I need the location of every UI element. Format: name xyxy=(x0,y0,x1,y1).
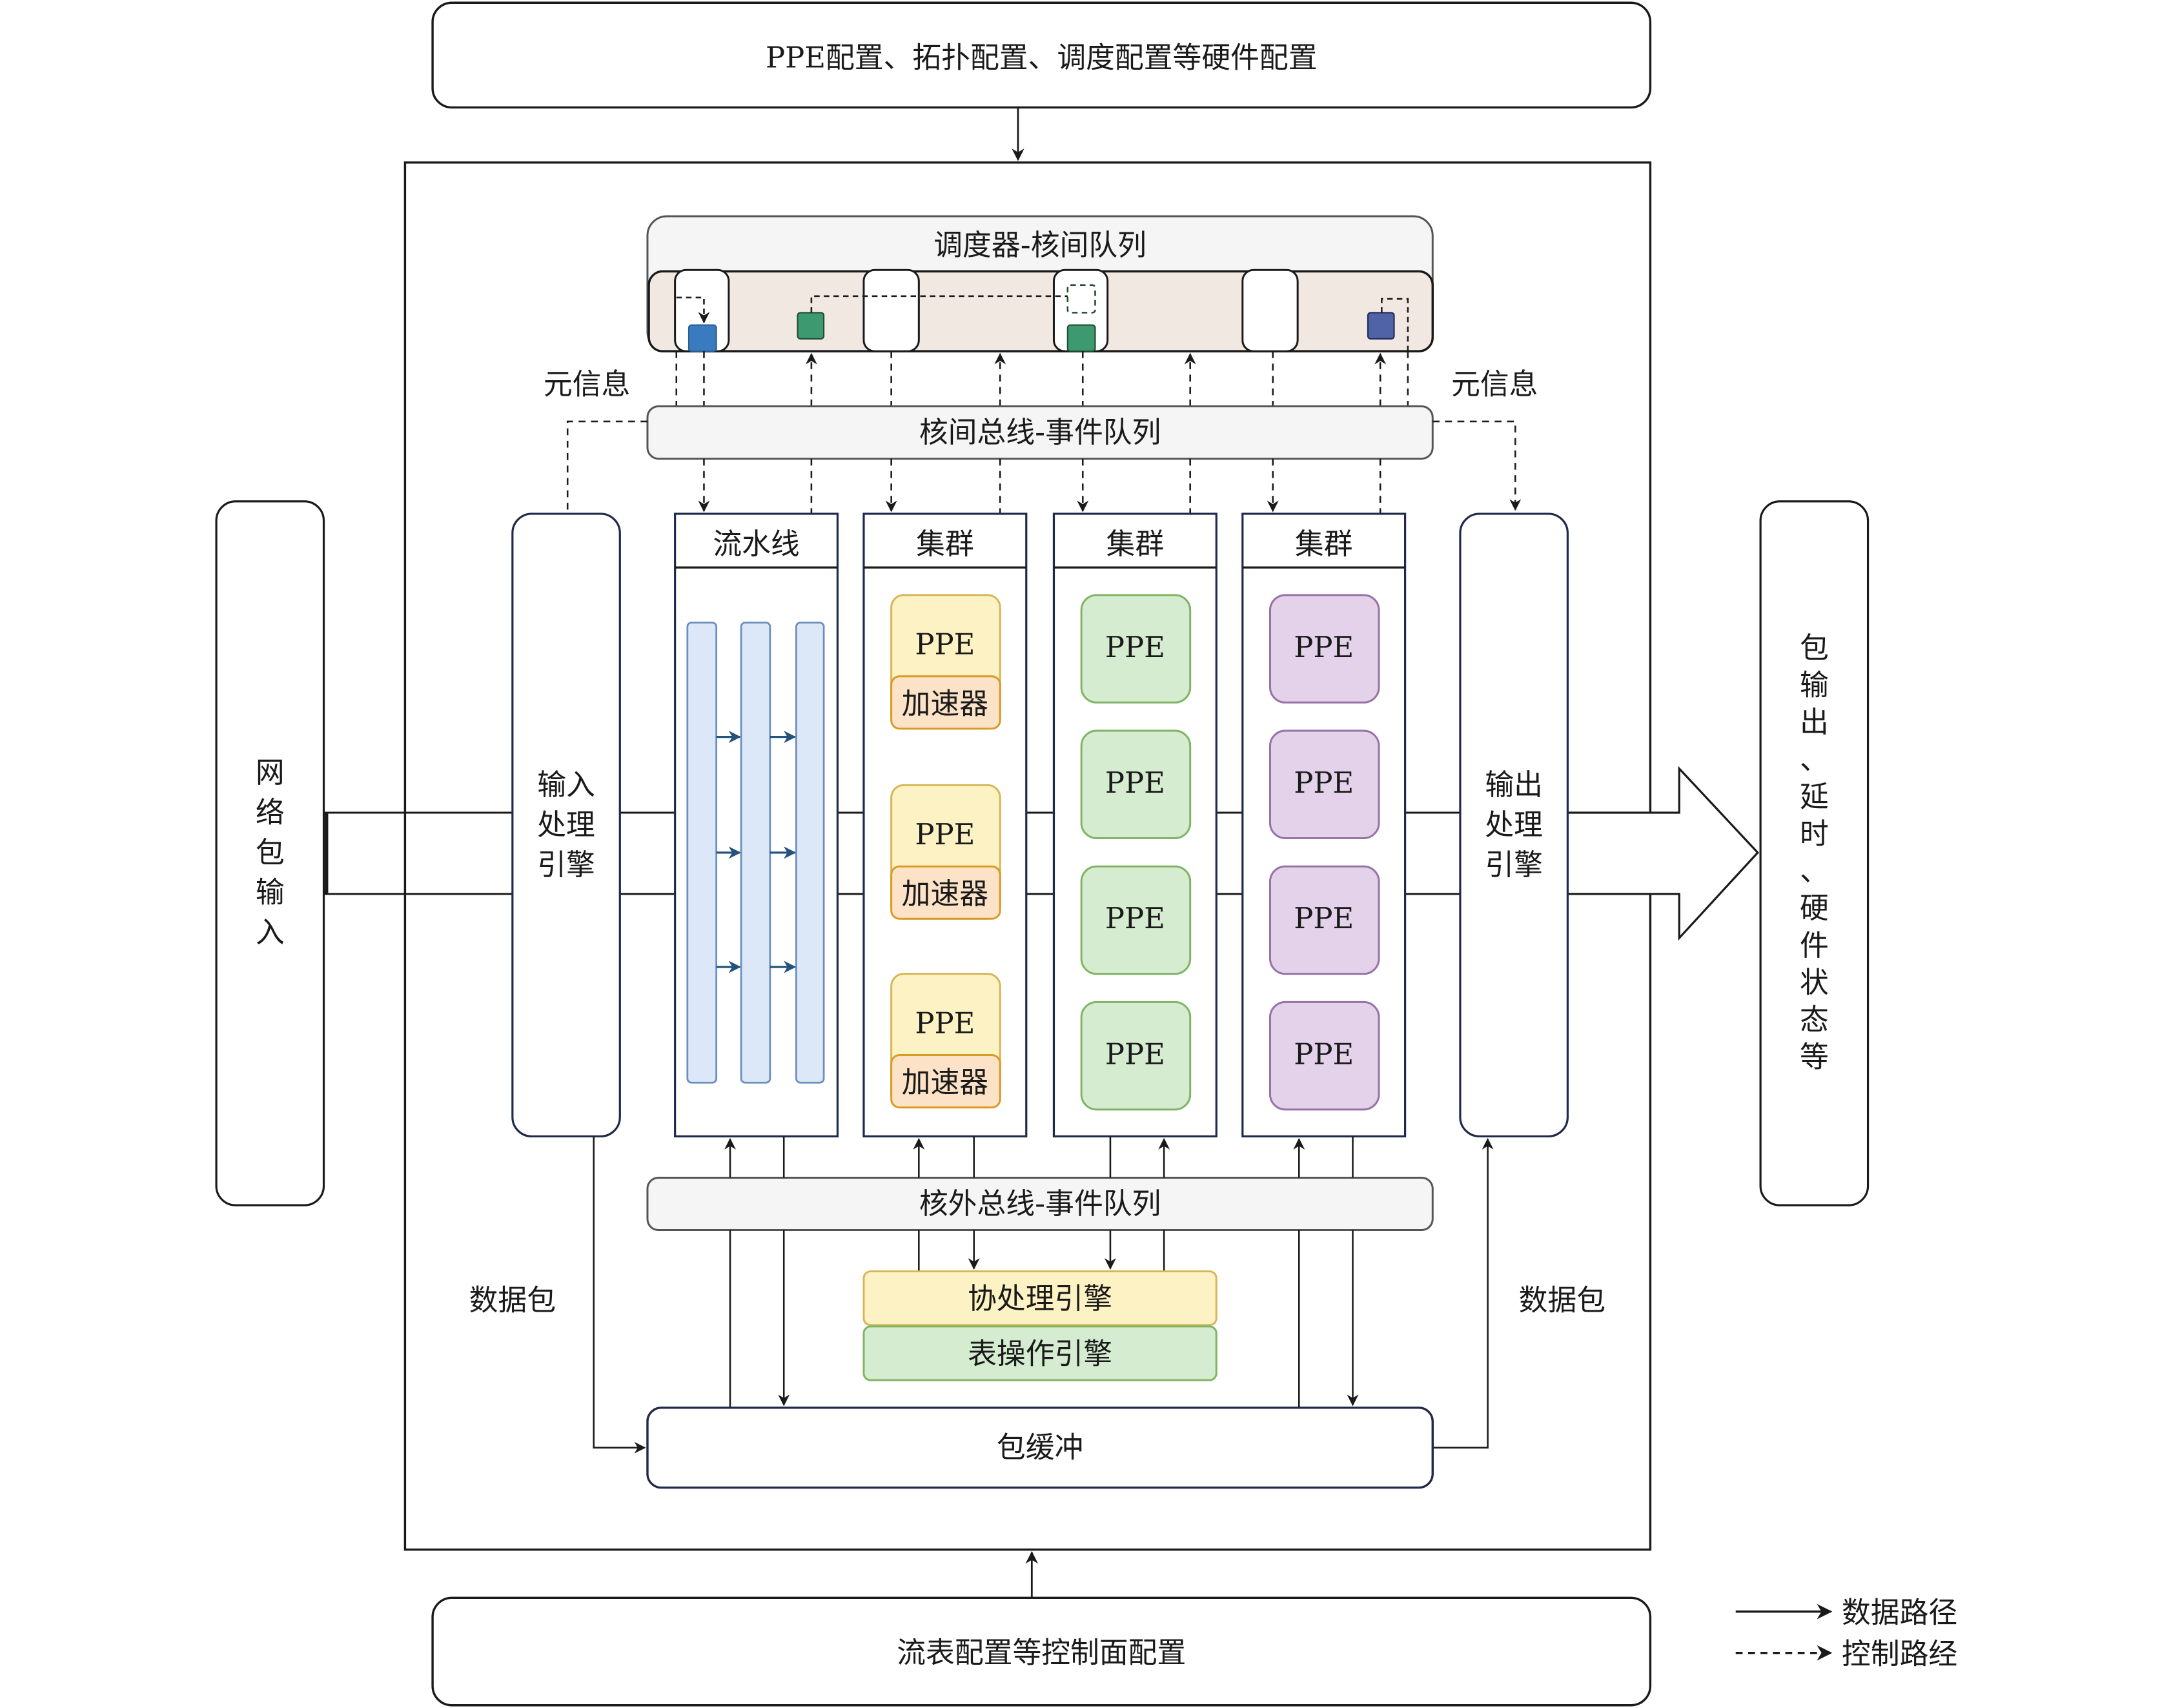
core-bus-label: 核间总线-事件队列 xyxy=(919,415,1161,449)
ppe-label: PPE xyxy=(1294,1037,1354,1071)
ppe-block: PPE xyxy=(1080,865,1192,975)
ppe-with-accelerator: PPE 加速器 xyxy=(890,973,1001,1109)
event-token-navy xyxy=(1367,312,1395,340)
pipeline-stage-arrows xyxy=(716,731,797,973)
ppe-label: PPE xyxy=(1294,766,1354,800)
ppe-label: PPE xyxy=(915,1006,975,1040)
packet-label-left: 数据包 xyxy=(469,1283,556,1317)
pipeline-title: 流水线 xyxy=(713,527,799,561)
ppe-block: PPE xyxy=(1080,594,1192,704)
control-lines-upper xyxy=(675,351,1409,407)
coprocessor-engine: 协处理引擎 xyxy=(862,1270,1218,1327)
table-engine: 表操作引擎 xyxy=(862,1325,1218,1381)
output-label: 包输出、延时、硬件状态等 xyxy=(1800,631,1829,1074)
pipeline-stage xyxy=(795,622,825,1084)
cluster-title: 集群 xyxy=(916,527,974,561)
ppe-block: PPE xyxy=(1080,1001,1192,1111)
network-input-box: 网络包输入 xyxy=(215,500,325,1206)
scheduler-queue-band xyxy=(647,270,1434,352)
hardware-config-label: PPE配置、拓扑配置、调度配置等硬件配置 xyxy=(766,41,1318,75)
scheduler: 调度器-核间队列 xyxy=(646,215,1434,352)
offcore-bus-label: 核外总线-事件队列 xyxy=(919,1186,1161,1221)
ppe-with-accelerator: PPE 加速器 xyxy=(890,594,1001,730)
ppe-label: PPE xyxy=(1294,901,1354,935)
control-plane-config-box: 流表配置等控制面配置 xyxy=(431,1596,1652,1707)
ppe-block: PPE xyxy=(1080,729,1192,839)
ppe-label: PPE xyxy=(1105,1037,1165,1071)
core-bus: 核间总线-事件队列 xyxy=(646,405,1434,460)
ppe-label: PPE xyxy=(1105,901,1165,935)
cluster-column: 集群 PPE PPE PPE PPE xyxy=(1052,513,1218,1138)
pipeline-stage xyxy=(740,622,771,1084)
cluster-column: 集群 PPE PPE PPE PPE xyxy=(1241,513,1407,1138)
accelerator-label: 加速器 xyxy=(902,877,988,911)
hardware-config-box: PPE配置、拓扑配置、调度配置等硬件配置 xyxy=(431,1,1652,109)
event-token-green xyxy=(1066,324,1096,352)
event-token-green xyxy=(797,312,825,340)
ppe-block: PPE xyxy=(1268,594,1380,704)
legend-control-path-label: 控制路经 xyxy=(1842,1637,1957,1671)
output-box: 包输出、延时、硬件状态等 xyxy=(1759,500,1870,1206)
ppe-with-accelerator: PPE 加速器 xyxy=(890,784,1001,920)
accelerator xyxy=(890,675,1001,730)
queue-slot xyxy=(862,269,920,352)
event-token-blue xyxy=(688,324,717,352)
cluster-title: 集群 xyxy=(1106,527,1165,561)
output-arrow xyxy=(1567,766,1760,941)
accelerator xyxy=(890,865,1001,920)
meta-info-label-left: 元信息 xyxy=(544,367,630,401)
ppe-label: PPE xyxy=(1105,766,1165,800)
pipeline-stage xyxy=(686,622,718,1084)
control-lines-lower xyxy=(566,420,1522,514)
ppe-block: PPE xyxy=(1268,729,1380,839)
cluster-column: 集群 PPE 加速器 PPE 加速器 PPE 加速器 xyxy=(862,513,1028,1138)
pipeline-column: 流水线 xyxy=(674,513,839,1138)
output-engine-label: 输出处理引擎 xyxy=(1485,768,1543,882)
input-engine: 输入处理引擎 xyxy=(511,513,621,1138)
legend: 数据路径 控制路经 xyxy=(1735,1596,1957,1671)
packet-label-right: 数据包 xyxy=(1519,1283,1605,1317)
network-input-label: 网络包输入 xyxy=(256,755,285,950)
accelerator xyxy=(890,1054,1001,1109)
accelerator-label: 加速器 xyxy=(902,686,988,720)
ppe-block: PPE xyxy=(1268,1001,1380,1111)
legend-data-path-label: 数据路径 xyxy=(1842,1596,1957,1630)
scheduler-label: 调度器-核间队列 xyxy=(933,228,1146,262)
coprocessor-label: 协处理引擎 xyxy=(968,1281,1112,1316)
table-engine-label: 表操作引擎 xyxy=(968,1337,1112,1371)
packet-buffer-label: 包缓冲 xyxy=(997,1430,1083,1465)
accelerator-label: 加速器 xyxy=(902,1065,988,1099)
clusters: 集群PPE加速器PPE加速器PPE加速器集群PPEPPEPPEPPE集群PPEP… xyxy=(862,513,1407,1138)
control-plane-config-label: 流表配置等控制面配置 xyxy=(897,1636,1186,1670)
data-flow-band xyxy=(323,811,1460,895)
ppe-label: PPE xyxy=(1294,630,1354,664)
ppe-label: PPE xyxy=(915,817,975,851)
ppe-label: PPE xyxy=(1105,630,1165,664)
input-engine-label: 输入处理引擎 xyxy=(537,768,595,882)
queue-slot xyxy=(1241,269,1299,352)
token-ghost xyxy=(1066,284,1096,314)
cluster-title: 集群 xyxy=(1295,527,1353,561)
ppe-label: PPE xyxy=(915,627,975,662)
data-lines-buffer xyxy=(593,1136,1494,1454)
offcore-bus: 核外总线-事件队列 xyxy=(646,1176,1434,1232)
meta-info-label-right: 元信息 xyxy=(1451,367,1538,401)
ppe-block: PPE xyxy=(1268,865,1380,975)
output-engine: 输出处理引擎 xyxy=(1459,513,1569,1138)
packet-buffer: 包缓冲 xyxy=(646,1407,1434,1489)
data-lines-columns xyxy=(724,1136,1354,1178)
